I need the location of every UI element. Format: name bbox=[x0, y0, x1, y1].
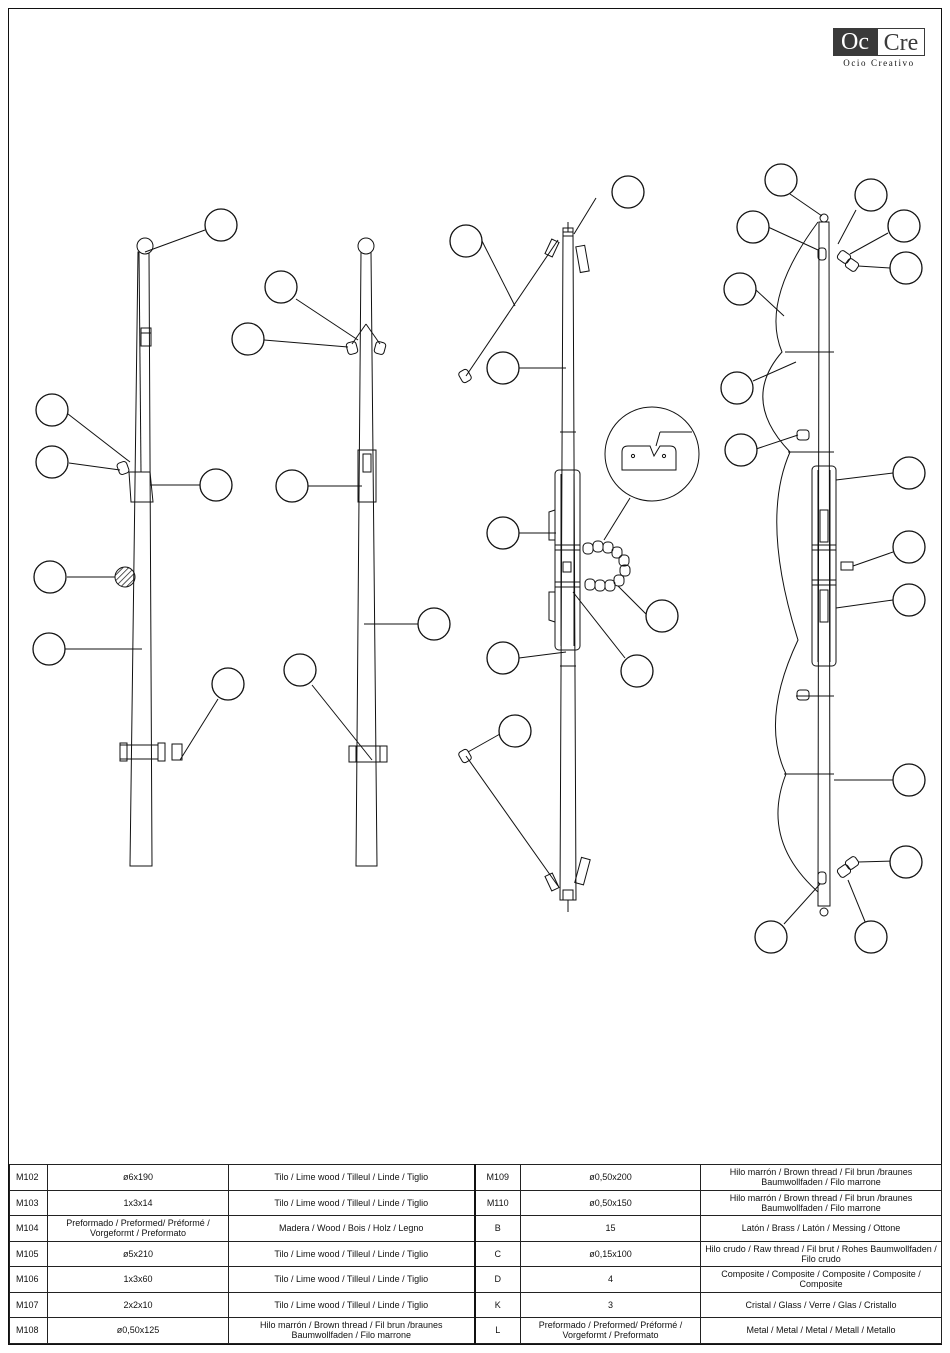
callout-bubble bbox=[211, 667, 245, 701]
callout-bubble bbox=[720, 371, 754, 405]
part-size: 3 bbox=[520, 1291, 701, 1318]
callout-bubble bbox=[204, 208, 238, 242]
part-size: ø0,15x100 bbox=[520, 1240, 701, 1267]
part-size: Preformado / Preformed/ Préformé / Vorge… bbox=[520, 1317, 701, 1344]
figure-3-yard bbox=[458, 197, 700, 912]
part-material: Tilo / Lime wood / Tilleul / Linde / Tig… bbox=[228, 1189, 475, 1216]
part-material: Metal / Metal / Metal / Metall / Metallo bbox=[700, 1317, 942, 1344]
part-size: ø6x190 bbox=[47, 1164, 229, 1191]
callout-bubble bbox=[736, 210, 770, 244]
part-ref: C bbox=[473, 1240, 521, 1267]
part-ref: M105 bbox=[9, 1240, 48, 1267]
callout-bubble bbox=[32, 632, 66, 666]
part-material: Hilo crudo / Raw thread / Fil brut / Roh… bbox=[700, 1240, 942, 1267]
part-material: Hilo marrón / Brown thread / Fil brun /b… bbox=[700, 1189, 942, 1216]
table-row: M108 ø0,50x125 Hilo marrón / Brown threa… bbox=[9, 1317, 942, 1344]
callout-bubble bbox=[889, 845, 923, 879]
callout-bubble bbox=[35, 393, 69, 427]
part-material: Latón / Brass / Latón / Messing / Ottone bbox=[700, 1215, 942, 1242]
part-ref: K bbox=[473, 1291, 521, 1318]
part-ref: M109 bbox=[473, 1164, 521, 1191]
callout-bubble bbox=[723, 272, 757, 306]
logo-oc: Oc bbox=[833, 28, 877, 56]
part-size: 1x3x60 bbox=[47, 1266, 229, 1293]
callout-bubble bbox=[854, 178, 888, 212]
part-material: Tilo / Lime wood / Tilleul / Linde / Tig… bbox=[228, 1240, 475, 1267]
callout-bubble bbox=[754, 920, 788, 954]
callout-bubble bbox=[498, 714, 532, 748]
callout-bubble bbox=[417, 607, 451, 641]
drawing-sheet-border bbox=[8, 8, 942, 1345]
table-row: M102 ø6x190 Tilo / Lime wood / Tilleul /… bbox=[9, 1164, 942, 1191]
part-material: Tilo / Lime wood / Tilleul / Linde / Tig… bbox=[228, 1266, 475, 1293]
table-row: M104 Preformado / Preformed/ Préformé / … bbox=[9, 1215, 942, 1242]
callout-bubble bbox=[35, 445, 69, 479]
part-ref: M107 bbox=[9, 1291, 48, 1318]
callout-bubble bbox=[620, 654, 654, 688]
table-row: M106 1x3x60 Tilo / Lime wood / Tilleul /… bbox=[9, 1266, 942, 1293]
callout-bubble bbox=[275, 469, 309, 503]
parts-table: M102 ø6x190 Tilo / Lime wood / Tilleul /… bbox=[9, 1164, 942, 1344]
callout-bubble bbox=[892, 583, 926, 617]
part-material: Madera / Wood / Bois / Holz / Legno bbox=[228, 1215, 475, 1242]
table-row: M103 1x3x14 Tilo / Lime wood / Tilleul /… bbox=[9, 1189, 942, 1216]
part-material: Hilo marrón / Brown thread / Fil brun /b… bbox=[700, 1164, 942, 1191]
callout-bubble bbox=[283, 653, 317, 687]
part-material: Hilo marrón / Brown thread / Fil brun /b… bbox=[228, 1317, 475, 1344]
part-ref: B bbox=[473, 1215, 521, 1242]
callout-bubble bbox=[486, 351, 520, 385]
part-size: ø5x210 bbox=[47, 1240, 229, 1267]
part-size: ø0,50x150 bbox=[520, 1189, 701, 1216]
part-ref: D bbox=[473, 1266, 521, 1293]
callout-bubble bbox=[892, 456, 926, 490]
assembly-drawing bbox=[32, 163, 926, 954]
part-material: Tilo / Lime wood / Tilleul / Linde / Tig… bbox=[228, 1164, 475, 1191]
callout-bubble bbox=[449, 224, 483, 258]
callout-bubble bbox=[854, 920, 888, 954]
callout-bubble bbox=[764, 163, 798, 197]
logo-mark: Oc Cre bbox=[833, 28, 925, 56]
part-size: ø0,50x125 bbox=[47, 1317, 229, 1344]
part-size: 15 bbox=[520, 1215, 701, 1242]
callout-bubbles bbox=[32, 163, 926, 954]
callout-bubble bbox=[645, 599, 679, 633]
callout-bubble bbox=[889, 251, 923, 285]
part-size: 4 bbox=[520, 1266, 701, 1293]
callout-bubble bbox=[264, 270, 298, 304]
callout-bubble bbox=[33, 560, 67, 594]
part-material: Composite / Composite / Composite / Comp… bbox=[700, 1266, 942, 1293]
figure-1-mast-side bbox=[65, 229, 219, 867]
part-material: Tilo / Lime wood / Tilleul / Linde / Tig… bbox=[228, 1291, 475, 1318]
part-material: Cristal / Glass / Verre / Glas / Cristal… bbox=[700, 1291, 942, 1318]
callout-bubble bbox=[199, 468, 233, 502]
callout-bubble bbox=[231, 322, 265, 356]
occre-logo: Oc Cre Ocio Creativo bbox=[833, 28, 925, 70]
part-size: 2x2x10 bbox=[47, 1291, 229, 1318]
part-size: ø0,50x200 bbox=[520, 1164, 701, 1191]
part-ref: M106 bbox=[9, 1266, 48, 1293]
callout-bubble bbox=[724, 433, 758, 467]
part-size: 1x3x14 bbox=[47, 1189, 229, 1216]
part-ref: M104 bbox=[9, 1215, 48, 1242]
logo-cre: Cre bbox=[877, 28, 925, 56]
callout-bubble bbox=[892, 530, 926, 564]
part-ref: L bbox=[473, 1317, 521, 1344]
part-ref: M110 bbox=[473, 1189, 521, 1216]
figure-4-yard-rigged bbox=[752, 193, 894, 925]
part-ref: M103 bbox=[9, 1189, 48, 1216]
callout-bubble bbox=[892, 763, 926, 797]
callout-bubble bbox=[486, 641, 520, 675]
part-size: Preformado / Preformed/ Préformé / Vorge… bbox=[47, 1215, 229, 1242]
figure-2-mast-front bbox=[263, 237, 418, 867]
callout-bubble bbox=[611, 175, 645, 209]
callout-bubble bbox=[486, 516, 520, 550]
table-row: M105 ø5x210 Tilo / Lime wood / Tilleul /… bbox=[9, 1240, 942, 1267]
part-ref: M102 bbox=[9, 1164, 48, 1191]
callout-bubble bbox=[887, 209, 921, 243]
logo-tagline: Ocio Creativo bbox=[843, 58, 915, 68]
part-ref: M108 bbox=[9, 1317, 48, 1344]
table-row: M107 2x2x10 Tilo / Lime wood / Tilleul /… bbox=[9, 1291, 942, 1318]
